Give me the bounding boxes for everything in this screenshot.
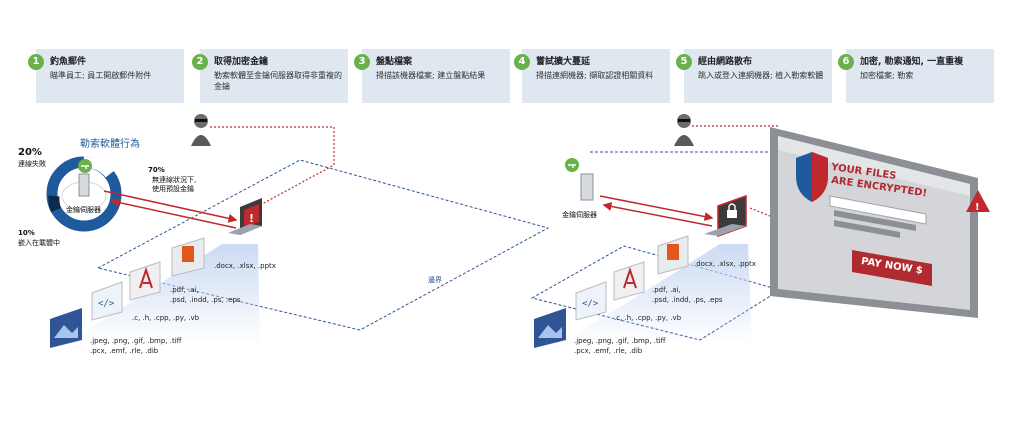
step-number-6: 6 xyxy=(838,54,854,70)
attacker-icon-left xyxy=(191,114,211,146)
stat-70-line1: 無連線狀況下, xyxy=(152,176,197,184)
stat-10-pct: 10% xyxy=(18,229,35,237)
step-title-6: 加密, 勒索通知, 一直重複 xyxy=(860,57,964,67)
adobe-extensions-right-1: .pdf, .ai, xyxy=(652,286,681,294)
step-title-5: 經由網路散布 xyxy=(698,57,753,67)
arrow-to-laptop-left xyxy=(103,190,238,223)
step-desc-4: 掃描連網機器; 擷取認證相關資料 xyxy=(536,71,654,80)
key-server-label-left: 金鑰伺服器 xyxy=(66,206,101,214)
laptop-locked-icon-right xyxy=(704,194,747,238)
stat-fail-pct: 20% xyxy=(18,147,42,158)
adobe-extensions-right-2: .psd, .indd, .ps, .eps xyxy=(652,296,723,304)
svg-text:</>: </> xyxy=(582,299,599,309)
arrow-to-server-right xyxy=(602,202,713,227)
image-extensions-left-2: .pcx, .emf, .rle, .dib xyxy=(90,347,159,355)
step-box-6: 6 加密, 勒索通知, 一直重複 加密檔案; 勒索 xyxy=(838,49,994,103)
adobe-file-icon-right xyxy=(613,261,645,301)
image-extensions-left-1: .jpeg, .png, .gif, .bmp, .tiff xyxy=(90,337,182,345)
svg-text:</>: </> xyxy=(98,299,115,309)
warning-icon-right: ! xyxy=(966,190,990,213)
step-box-4: 4 嘗試擴大蔓延 掃描連網機器; 擷取認證相關資料 xyxy=(514,49,670,103)
office-extensions-left: .docx, .xlsx, .pptx xyxy=(214,262,276,270)
scan-beam-right xyxy=(560,244,752,345)
code-extensions-right: .c, .h, .cpp, .py, .vb xyxy=(614,314,682,322)
step-number-3: 3 xyxy=(354,54,370,70)
office-file-icon-left xyxy=(171,237,205,277)
step-box-1: 1 釣魚郵件 瞄準員工; 員工開啟郵件附件 xyxy=(28,49,184,103)
boundary-left xyxy=(96,159,550,331)
step-number-1: 1 xyxy=(28,54,44,70)
step-desc-3: 掃描該機器檔案; 建立盤點結果 xyxy=(376,71,486,80)
image-extensions-right-1: .jpeg, .png, .gif, .bmp, .tiff xyxy=(574,337,666,345)
laptop-icon-left: ! xyxy=(228,198,262,235)
key-server-icon-right xyxy=(580,173,594,201)
ring-title: 勒索軟體行為 xyxy=(80,139,140,150)
step-desc-6: 加密檔案; 勒索 xyxy=(860,71,914,80)
step-box-2: 2 取得加密金鑰 勒索軟體至金鑰伺服器取得非重複的金鑰 xyxy=(192,49,348,103)
attack-path-left xyxy=(210,126,335,205)
image-file-icon-left xyxy=(50,308,82,348)
stat-70-pct: 70% xyxy=(148,166,165,174)
key-server-icon-left xyxy=(78,173,90,197)
boundary-label: 邊界 xyxy=(428,276,442,284)
step-desc-1: 瞄準員工; 員工開啟郵件附件 xyxy=(50,71,152,80)
step-number-2: 2 xyxy=(192,54,208,70)
code-extensions-left: .c, .h, .cpp, .py, .vb xyxy=(132,314,200,322)
stat-70-line2: 使用預設金鑰 xyxy=(152,185,194,193)
step-number-4: 4 xyxy=(514,54,530,70)
stat-fail-label: 連線失敗 xyxy=(18,160,46,168)
adobe-extensions-left-1: .pdf, .ai, xyxy=(170,286,199,294)
step-title-3: 盤點檔案 xyxy=(376,57,413,67)
image-extensions-right-2: .pcx, .emf, .rle, .dib xyxy=(574,347,643,355)
step-title-4: 嘗試擴大蔓延 xyxy=(536,57,591,67)
arrow-to-laptop-right xyxy=(599,195,714,221)
svg-text:!: ! xyxy=(975,202,980,213)
code-file-icon-left: </> xyxy=(91,281,123,321)
arrow-to-server-left xyxy=(110,198,237,229)
step-box-3: 3 盤點檔案 掃描該機器檔案; 建立盤點結果 xyxy=(354,49,510,103)
scan-beam-left xyxy=(64,244,260,345)
svg-text:!: ! xyxy=(249,212,254,225)
step-title-2: 取得加密金鑰 xyxy=(214,57,269,67)
image-file-icon-right xyxy=(534,308,566,348)
step-desc-5: 跳入或登入連網機器; 植入勒索軟體 xyxy=(698,71,824,80)
attacker-icon-right xyxy=(674,114,694,146)
ransom-monitor xyxy=(770,127,978,318)
adobe-extensions-left-2: .psd, .indd, .ps, .eps xyxy=(170,296,241,304)
adobe-file-icon-left xyxy=(129,261,161,301)
key-server-label-right: 金鑰伺服器 xyxy=(562,211,597,219)
step-number-5: 5 xyxy=(676,54,692,70)
office-extensions-right: .docx, .xlsx, .pptx xyxy=(694,260,756,268)
step-title-1: 釣魚郵件 xyxy=(50,57,87,67)
stat-10-label: 嵌入在載體中 xyxy=(18,239,60,247)
step-desc-2: 勒索軟體至金鑰伺服器取得非重複的金鑰 xyxy=(214,71,342,91)
office-file-icon-right xyxy=(657,235,689,275)
code-file-icon-right: </> xyxy=(575,281,607,321)
step-box-5: 5 經由網路散布 跳入或登入連網機器; 植入勒索軟體 xyxy=(676,49,832,103)
